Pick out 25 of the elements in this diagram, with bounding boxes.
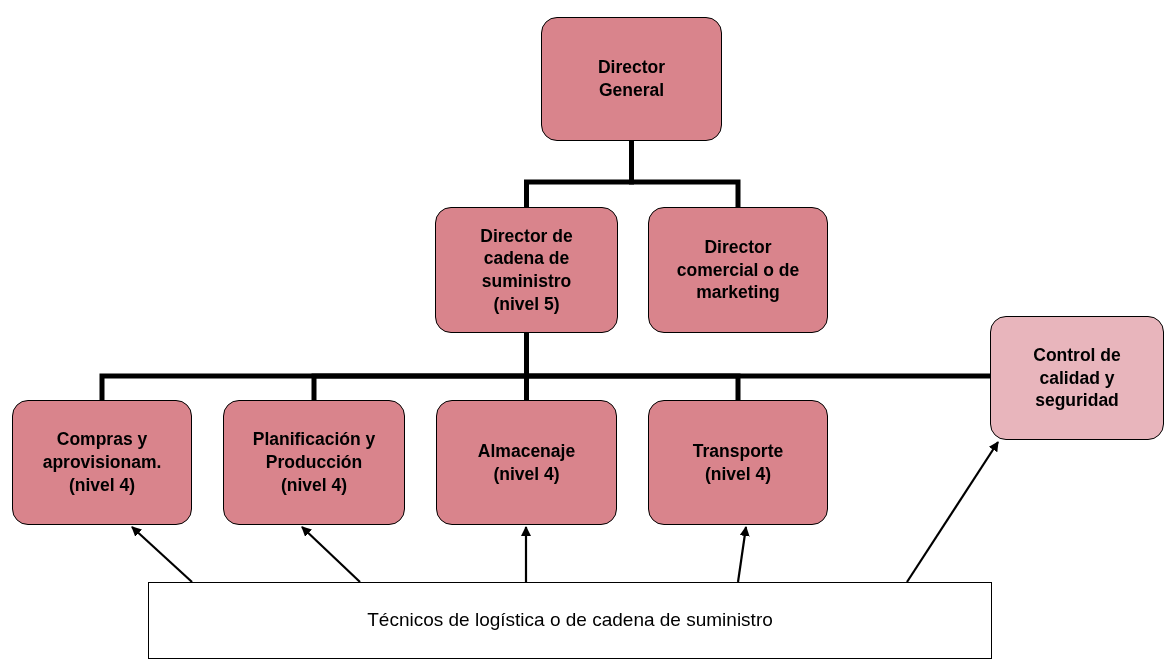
position-box: [436, 400, 617, 525]
position-label: Transporte (nivel 4): [691, 439, 785, 486]
position-label: Técnicos de logística o de cadena de suministro: [367, 608, 773, 633]
position-label: Planificación y Producción (nivel 4): [251, 428, 377, 497]
position-box: [223, 400, 405, 525]
arrow: [131, 526, 193, 583]
position-box: [648, 207, 828, 333]
position-box: [648, 400, 828, 525]
position-label: Director comercial o de marketing: [675, 235, 801, 305]
arrow: [906, 441, 999, 583]
position-box: [990, 316, 1164, 440]
arrow: [301, 526, 361, 583]
position-label: Compras y aprovisionam. (nivel 4): [41, 428, 163, 497]
position-box: [12, 400, 192, 525]
position-label: Director de cadena de suministro (nivel 5): [479, 224, 574, 316]
position-box: [435, 207, 618, 333]
arrow: [521, 526, 531, 582]
position-label: Control de calidad y seguridad: [1032, 343, 1122, 413]
position-label: Almacenaje (nivel 4): [476, 439, 577, 486]
connector-line: [524, 333, 990, 379]
text-box: [148, 582, 992, 659]
connector-line: [629, 141, 741, 207]
position-label: Director General: [596, 56, 667, 102]
arrow: [736, 526, 750, 583]
position-box: [541, 17, 722, 141]
